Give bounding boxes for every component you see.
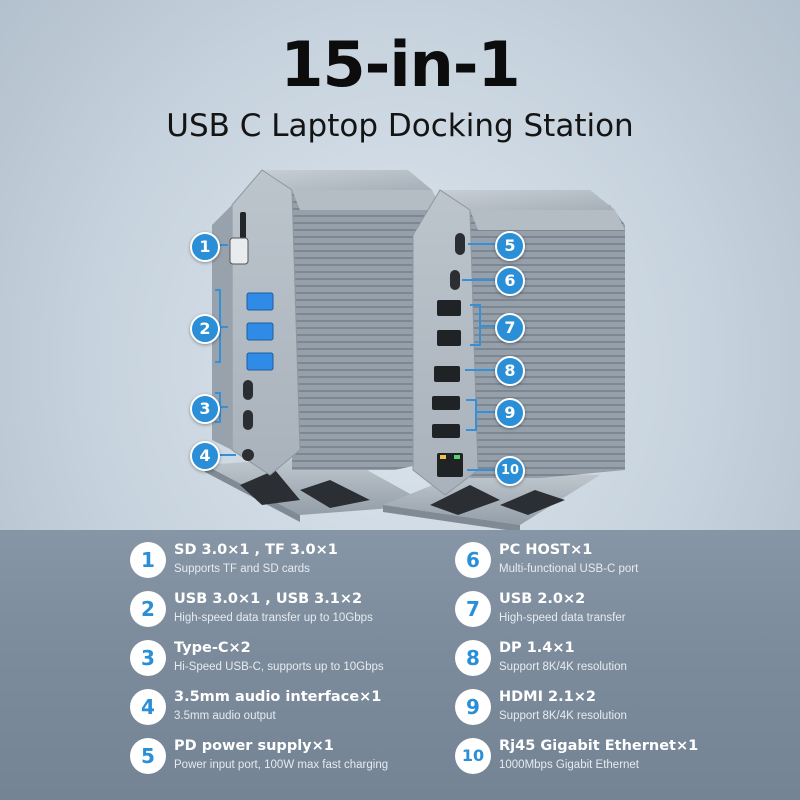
feature-title: Type-C×2 [174,640,251,656]
feature-number: 4 [130,689,166,725]
usb-a-port-icon [246,292,274,311]
callout-8: 8 [495,356,525,386]
feature-item: 3 Type-C×2 Hi-Speed USB-C, supports up t… [130,638,450,684]
feature-desc: 1000Mbps Gigabit Ethernet [499,759,640,771]
callout-7: 7 [495,313,525,343]
feature-item: 9 HDMI 2.1×2 Support 8K/4K resolution [455,687,775,733]
usb-c-port-icon [243,380,253,400]
feature-item: 1 SD 3.0×1 , TF 3.0×1 Supports TF and SD… [130,540,450,586]
feature-title: DP 1.4×1 [499,640,575,656]
feature-title: HDMI 2.1×2 [499,689,596,705]
feature-title: Rj45 Gigabit Ethernet×1 [499,738,699,754]
feature-desc: High-speed data transfer up to 10Gbps [174,612,373,624]
feature-desc: High-speed data transfer [499,612,626,624]
hdmi-port-icon [432,396,460,410]
feature-number: 5 [130,738,166,774]
feature-desc: 3.5mm audio output [174,710,276,722]
feature-title: 3.5mm audio interface×1 [174,689,382,705]
feature-number: 1 [130,542,166,578]
feature-desc: Support 8K/4K resolution [499,710,627,722]
feature-title: SD 3.0×1 , TF 3.0×1 [174,542,338,558]
feature-number: 6 [455,542,491,578]
feature-desc: Multi-functional USB-C port [499,563,639,575]
feature-number: 8 [455,640,491,676]
feature-item: 10 Rj45 Gigabit Ethernet×1 1000Mbps Giga… [455,736,775,782]
feature-number: 3 [130,640,166,676]
feature-desc: Support 8K/4K resolution [499,661,627,673]
feature-item: 5 PD power supply×1 Power input port, 10… [130,736,450,782]
feature-title: USB 3.0×1 , USB 3.1×2 [174,591,363,607]
callout-2: 2 [190,314,220,344]
feature-title: PC HOST×1 [499,542,593,558]
feature-number: 2 [130,591,166,627]
feature-title: USB 2.0×2 [499,591,586,607]
feature-number: 10 [455,738,491,774]
feature-desc: Supports TF and SD cards [174,563,310,575]
feature-item: 8 DP 1.4×1 Support 8K/4K resolution [455,638,775,684]
page-subtitle: USB C Laptop Docking Station [166,108,634,144]
callout-9: 9 [495,398,525,428]
callout-10: 10 [495,456,525,486]
audio-jack-icon [242,449,254,461]
feature-desc: Hi-Speed USB-C, supports up to 10Gbps [174,661,384,673]
feature-item: 4 3.5mm audio interface×1 3.5mm audio ou… [130,687,450,733]
callout-1: 1 [190,232,220,262]
left-dock-unit [205,169,442,522]
callout-4: 4 [190,441,220,471]
feature-item: 6 PC HOST×1 Multi-functional USB-C port [455,540,775,586]
callout-6: 6 [495,266,525,296]
feature-desc: Power input port, 100W max fast charging [174,759,389,771]
feature-number: 9 [455,689,491,725]
feature-panel: 1 SD 3.0×1 , TF 3.0×1 Supports TF and SD… [0,530,800,800]
feature-number: 7 [455,591,491,627]
feature-item: 7 USB 2.0×2 High-speed data transfer [455,589,775,635]
displayport-icon [434,366,460,382]
callout-3: 3 [190,394,220,424]
page-title: 15-in-1 [280,28,520,101]
feature-title: PD power supply×1 [174,738,334,754]
callout-5: 5 [495,231,525,261]
feature-item: 2 USB 3.0×1 , USB 3.1×2 High-speed data … [130,589,450,635]
